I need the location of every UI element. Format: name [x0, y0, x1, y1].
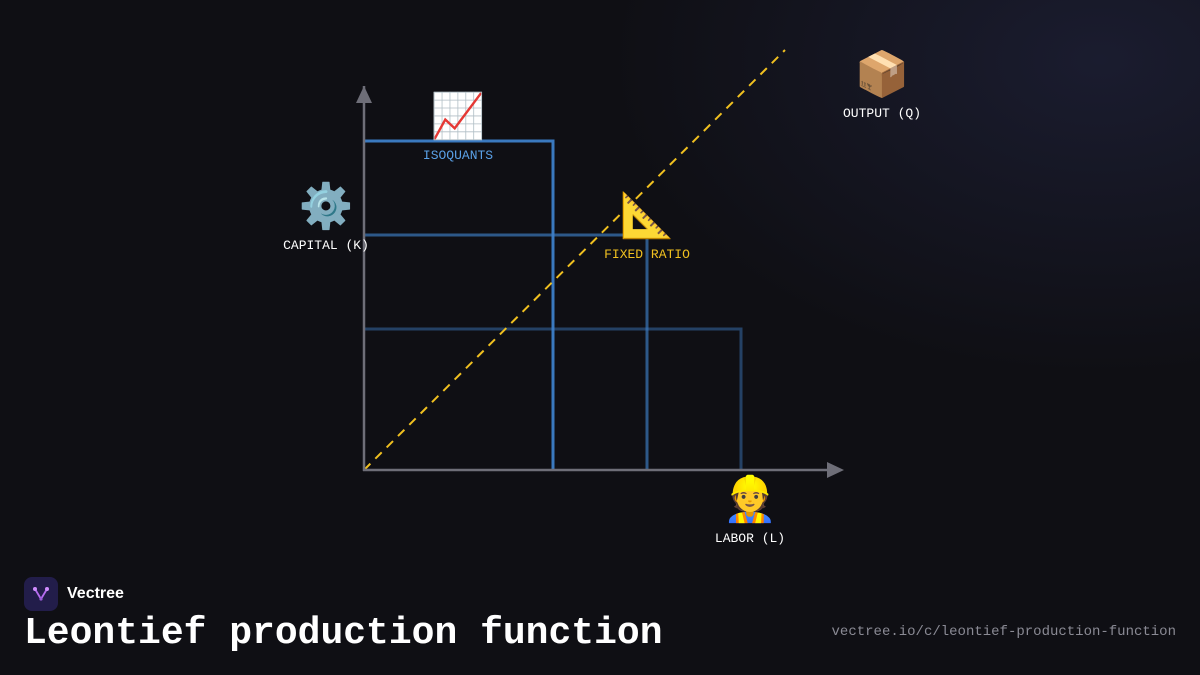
isoquant-3	[364, 327, 743, 470]
capital-label: CAPITAL (K)	[283, 238, 369, 253]
isoquants-label: ISOQUANTS	[422, 148, 494, 163]
chart-increasing-icon: 📈	[430, 95, 486, 145]
isoquant-2	[364, 233, 649, 470]
gear-icon: ⚙️	[298, 185, 354, 235]
capital-axis-arrow	[356, 86, 372, 103]
labor-node: 👷 LABOR (L)	[715, 477, 785, 546]
isoquant-1	[364, 139, 555, 470]
brand[interactable]: Vectree	[24, 577, 124, 611]
capital-node: ⚙️ CAPITAL (K)	[283, 184, 369, 253]
output-label: OUTPUT (Q)	[842, 106, 922, 121]
fixed-ratio-line	[363, 49, 786, 471]
isoquants-node: 📈 ISOQUANTS	[423, 94, 493, 163]
labor-axis-arrow	[827, 462, 844, 478]
package-icon: 📦	[854, 53, 910, 103]
brand-name: Vectree	[67, 585, 124, 602]
fixed-ratio-label: FIXED RATIO	[604, 247, 690, 262]
labor-label: LABOR (L)	[714, 531, 786, 546]
construction-worker-icon: 👷	[722, 478, 778, 528]
page-title: Leontief production function	[24, 612, 663, 655]
vectree-logo-icon	[24, 577, 58, 611]
output-node: 📦 OUTPUT (Q)	[843, 52, 921, 121]
triangular-ruler-icon: 📐	[619, 194, 675, 244]
fixed-ratio-node: 📐 FIXED RATIO	[604, 193, 690, 262]
source-url[interactable]: vectree.io/c/leontief-production-functio…	[831, 624, 1176, 640]
